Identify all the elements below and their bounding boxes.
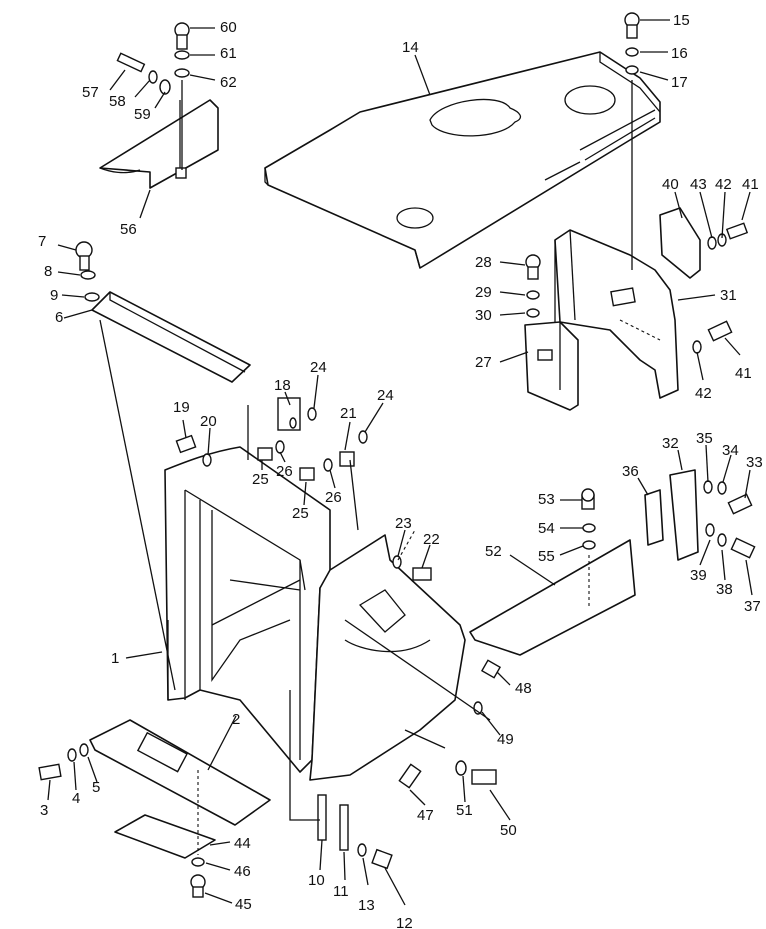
- callout-47: 47: [417, 807, 434, 824]
- callout-45: 45: [235, 896, 252, 913]
- plate-56-part[interactable]: [99, 99, 219, 189]
- callout-26b: 26: [325, 489, 342, 506]
- callout-57: 57: [82, 84, 99, 101]
- base-plate-part[interactable]: [89, 719, 271, 826]
- callout-41b: 41: [735, 365, 752, 382]
- callout-6: 6: [55, 309, 63, 326]
- callout-22: 22: [423, 531, 440, 548]
- callout-56: 56: [120, 221, 137, 238]
- callout-16: 16: [671, 45, 688, 62]
- strip-11-part[interactable]: [339, 804, 349, 851]
- callout-24b: 24: [377, 387, 394, 404]
- callout-60: 60: [220, 19, 237, 36]
- leader-lines: [47, 19, 753, 906]
- callout-25b: 25: [292, 505, 309, 522]
- callout-32: 32: [662, 435, 679, 452]
- callout-3: 3: [40, 802, 48, 819]
- callout-53: 53: [538, 491, 555, 508]
- callout-30: 30: [475, 307, 492, 324]
- callout-38: 38: [716, 581, 733, 598]
- callout-58: 58: [109, 93, 126, 110]
- callout-20: 20: [200, 413, 217, 430]
- callout-41: 41: [742, 176, 759, 193]
- cover-plate-44-part[interactable]: [114, 814, 216, 859]
- callout-48: 48: [515, 680, 532, 697]
- bracket-36-part[interactable]: [644, 489, 664, 546]
- callout-labels: 60 61 62 57 58 59 56 15 16 17 14 40 43 4…: [38, 12, 763, 929]
- callout-36: 36: [622, 463, 639, 480]
- strip-10-part[interactable]: [317, 794, 327, 841]
- bar-6-part[interactable]: [91, 291, 251, 383]
- callout-25: 25: [252, 471, 269, 488]
- guard-52-part[interactable]: [469, 539, 636, 656]
- callout-33: 33: [746, 454, 763, 471]
- callout-44: 44: [234, 835, 251, 852]
- callout-37: 37: [744, 598, 761, 615]
- side-plate-31-part[interactable]: [554, 229, 679, 399]
- bracket-32-part[interactable]: [669, 469, 699, 561]
- callout-1: 1: [111, 650, 119, 667]
- callout-46: 46: [234, 863, 251, 880]
- callout-9: 9: [50, 287, 58, 304]
- callout-50: 50: [500, 822, 517, 839]
- callout-15: 15: [673, 12, 690, 29]
- callout-2: 2: [232, 711, 240, 728]
- callout-23: 23: [395, 515, 412, 532]
- callout-19: 19: [173, 399, 190, 416]
- callout-42: 42: [715, 176, 732, 193]
- callout-42b: 42: [695, 385, 712, 402]
- callout-54: 54: [538, 520, 555, 537]
- callout-13: 13: [358, 897, 375, 914]
- callout-40: 40: [662, 176, 679, 193]
- callout-52: 52: [485, 543, 502, 560]
- callout-7: 7: [38, 233, 46, 250]
- callout-62: 62: [220, 74, 237, 91]
- top-cover-part[interactable]: [264, 51, 661, 269]
- callout-24: 24: [310, 359, 327, 376]
- callout-34: 34: [722, 442, 739, 459]
- callout-59: 59: [134, 106, 151, 123]
- callout-14: 14: [402, 39, 419, 56]
- callout-27: 27: [475, 354, 492, 371]
- callout-10: 10: [308, 872, 325, 889]
- callout-39: 39: [690, 567, 707, 584]
- callout-43: 43: [690, 176, 707, 193]
- main-frame-part[interactable]: [164, 446, 331, 773]
- callout-51: 51: [456, 802, 473, 819]
- callout-28: 28: [475, 254, 492, 271]
- callout-55: 55: [538, 548, 555, 565]
- callout-21: 21: [340, 405, 357, 422]
- callout-8: 8: [44, 263, 52, 280]
- callout-35: 35: [696, 430, 713, 447]
- callout-29: 29: [475, 284, 492, 301]
- callout-12: 12: [396, 915, 413, 929]
- callout-26: 26: [276, 463, 293, 480]
- callout-4: 4: [72, 790, 80, 807]
- callout-49: 49: [497, 731, 514, 748]
- callout-17: 17: [671, 74, 688, 91]
- plate-40-part[interactable]: [659, 207, 701, 279]
- callout-18: 18: [274, 377, 291, 394]
- callout-11: 11: [333, 883, 349, 900]
- callout-5: 5: [92, 779, 100, 796]
- callout-31: 31: [720, 287, 737, 304]
- side-panel-part[interactable]: [309, 534, 466, 781]
- callout-61: 61: [220, 45, 237, 62]
- bracket-27-part[interactable]: [524, 321, 579, 411]
